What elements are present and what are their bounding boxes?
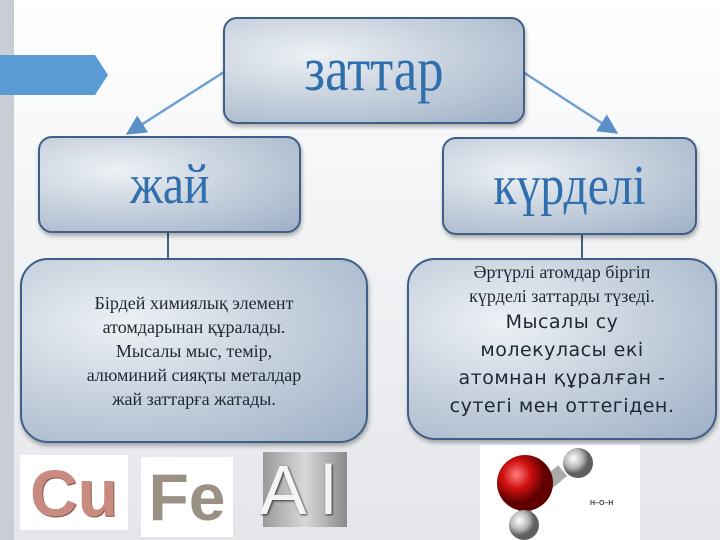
copper-image: Cu (20, 455, 128, 530)
copper-symbol: Cu (30, 455, 118, 530)
desc-line: Әртүрлі атомдар біргіп (473, 262, 651, 282)
hydrogen-atom (563, 448, 593, 478)
iron-symbol: Fe (148, 460, 226, 534)
desc-line: молекуласы екі (480, 339, 644, 361)
oxygen-atom (497, 455, 553, 511)
desc-line: жай заттарға жатады. (112, 388, 276, 409)
desc-line: атомдарынан құралады. (102, 316, 286, 337)
simple-node: жай (38, 136, 301, 233)
desc-line: Мысалы мыс, темір, (115, 340, 273, 361)
simple-label: жай (129, 153, 210, 216)
water-molecule-image: H–O–H (480, 445, 640, 540)
arrow-to-complex (522, 70, 619, 134)
formula-label: H–O–H (590, 500, 613, 507)
desc-line: алюминий сияқты металдар (86, 364, 302, 385)
aluminium-image: Al (259, 450, 351, 529)
hydrogen-atom (509, 510, 539, 540)
aluminium-symbol: Al (259, 450, 351, 529)
complex-node: күрделі (442, 137, 697, 235)
accent-arrow-tab (0, 55, 108, 95)
complex-description: Әртүрлі атомдар біргіп күрделі заттарды … (407, 258, 717, 440)
root-label: заттар (304, 36, 444, 104)
complex-label: күрделі (493, 155, 646, 217)
arrow-to-simple (125, 70, 225, 135)
molecule-drawing: H–O–H (497, 448, 613, 540)
root-node: заттар (223, 17, 525, 124)
desc-line: Бірдей химиялық элемент (94, 292, 294, 313)
desc-line: күрделі заттарды түзеді. (469, 286, 655, 306)
desc-line: сутегі мен оттегіден. (449, 395, 675, 417)
sidebar-bar (0, 0, 14, 540)
desc-line: Мысалы су (505, 311, 619, 333)
desc-line: атомнан құралған - (458, 367, 666, 389)
iron-image: Fe (141, 457, 233, 537)
simple-description: Бірдей химиялық элемент атомдарынан құра… (20, 258, 368, 443)
